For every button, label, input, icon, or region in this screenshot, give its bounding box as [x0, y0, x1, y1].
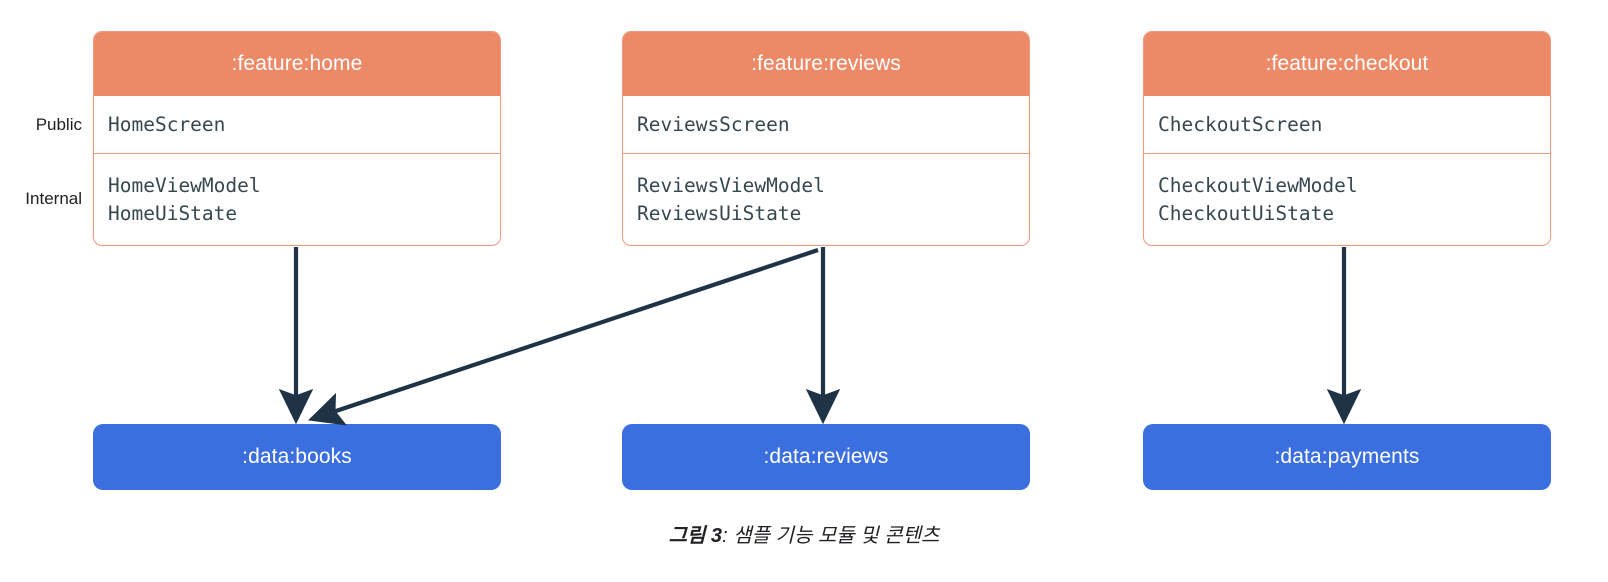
figure-number: 그림 3 [668, 525, 723, 547]
public-entry: CheckoutScreen [1158, 112, 1323, 136]
feature-module-reviews[interactable]: :feature:reviews ReviewsScreen ReviewsVi… [622, 31, 1030, 246]
data-module-payments[interactable]: :data:payments [1143, 424, 1551, 490]
internal-entry: ReviewsViewModel [637, 174, 825, 197]
rail-label-internal: Internal [25, 189, 82, 208]
data-module-books[interactable]: :data:books [93, 424, 501, 490]
internal-entry: HomeViewModel [108, 174, 261, 197]
public-entry: HomeScreen [108, 112, 226, 136]
rail-label-public: Public [35, 115, 82, 134]
feature-module-reviews-public-section: ReviewsScreen [623, 96, 1029, 153]
feature-module-reviews-title: :feature:reviews [623, 32, 1029, 96]
feature-module-home-public-section: HomeScreen [94, 96, 500, 153]
feature-module-home[interactable]: :feature:home HomeScreen HomeViewModel H… [93, 31, 501, 246]
internal-entry: CheckoutViewModel [1158, 174, 1358, 197]
data-module-reviews[interactable]: :data:reviews [622, 424, 1030, 490]
internal-entry: ReviewsUiState [637, 202, 802, 225]
internal-entry: CheckoutUiState [1158, 202, 1335, 225]
public-entry: ReviewsScreen [637, 112, 790, 136]
internal-entry: HomeUiState [108, 202, 238, 225]
feature-module-checkout-public-section: CheckoutScreen [1144, 96, 1550, 153]
feature-module-checkout-internal-section: CheckoutViewModel CheckoutUiState [1144, 153, 1550, 245]
figure-caption-separator: : [722, 525, 734, 547]
feature-module-home-title: :feature:home [94, 32, 500, 96]
feature-module-checkout[interactable]: :feature:checkout CheckoutScreen Checkou… [1143, 31, 1551, 246]
feature-module-home-internal-section: HomeViewModel HomeUiState [94, 153, 500, 245]
feature-module-reviews-internal-section: ReviewsViewModel ReviewsUiState [623, 153, 1029, 245]
figure-caption: 그림 3: 샘플 기능 모듈 및 콘텐츠 [0, 519, 1608, 548]
figure-caption-text: 샘플 기능 모듈 및 콘텐츠 [733, 525, 940, 547]
feature-module-checkout-title: :feature:checkout [1144, 32, 1550, 96]
arrow-reviews-to-books [308, 248, 819, 426]
